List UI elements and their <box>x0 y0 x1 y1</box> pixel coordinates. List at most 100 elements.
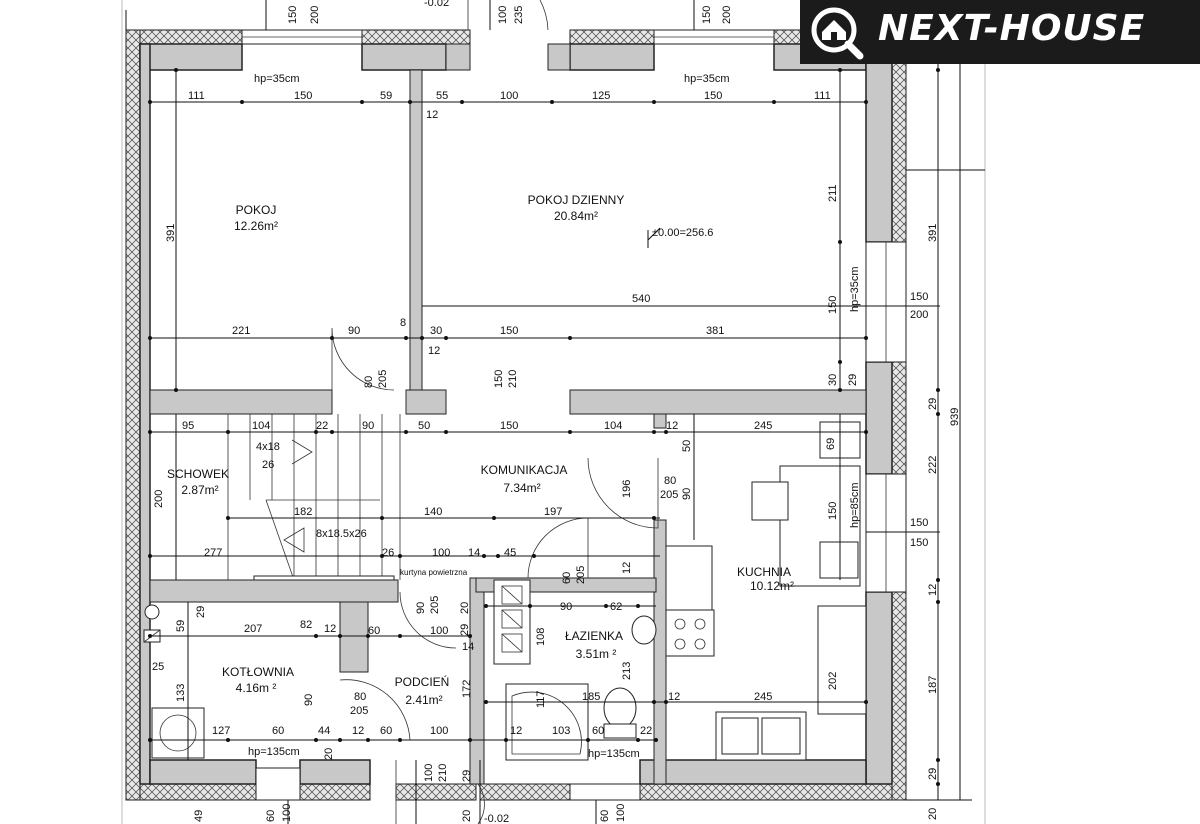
dim-label: 150 <box>287 6 299 24</box>
room-name-dzienny: POKOJ DZIENNY <box>528 193 625 207</box>
dim-label: 100 <box>497 6 509 24</box>
room-area-podcien: 2.41m² <box>405 693 442 707</box>
dim-label: 103 <box>552 725 570 737</box>
dim-label: 140 <box>424 506 442 518</box>
dim-label: 196 <box>621 480 633 498</box>
dim-label: 69 <box>825 438 837 450</box>
dim-label: 100 <box>281 804 293 822</box>
dim-label: 20 <box>461 810 473 822</box>
dim-label: 45 <box>504 547 516 559</box>
dim-label: 44 <box>318 725 330 737</box>
dim-label: 20 <box>927 808 939 820</box>
dim-label: 55 <box>436 90 448 102</box>
dim-label: 60 <box>265 810 277 822</box>
dim-label: 221 <box>232 325 250 337</box>
level-mark-top: -0.02 <box>424 0 449 9</box>
dim-label: 29 <box>927 768 939 780</box>
hp-label: hp=35cm <box>254 73 300 85</box>
dim-label: 12 <box>666 420 678 432</box>
dim-label: 12 <box>927 584 939 596</box>
hp-label: hp=135cm <box>248 746 300 758</box>
room-area-dzienny: 20.84m² <box>554 209 598 223</box>
level-mark-bottom: -0.02 <box>484 813 509 824</box>
dimension-labels-vertical: 150 200 100 235 150 200 391 211 hp=35cm … <box>153 6 961 822</box>
dim-label: 29 <box>847 374 859 386</box>
dim-label: 205 <box>660 489 678 501</box>
level-mark-main: ±0.00=256.6 <box>652 227 713 239</box>
room-name-kuchnia: KUCHNIA <box>737 565 791 579</box>
dim-label: 60 <box>599 810 611 822</box>
dim-label: 60 <box>380 725 392 737</box>
stairs <box>227 414 401 581</box>
dim-label: 100 <box>432 547 450 559</box>
dim-label: 12 <box>510 725 522 737</box>
dim-label: 150 <box>910 537 928 549</box>
dim-label: 29 <box>927 398 939 410</box>
dim-label: 150 <box>294 90 312 102</box>
dim-label: 200 <box>910 309 928 321</box>
dim-label: 150 <box>910 291 928 303</box>
dim-label: 108 <box>535 628 547 646</box>
dim-label: 20 <box>323 748 335 760</box>
dim-label: 187 <box>927 676 939 694</box>
house-magnifier-icon <box>811 7 864 60</box>
room-name-komunikacja: KOMUNIKACJA <box>481 463 568 477</box>
dim-label: 197 <box>544 506 562 518</box>
dim-label: 49 <box>193 810 205 822</box>
dimension-labels: hp=35cm hp=35cm 111 150 59 55 100 125 15… <box>152 73 928 760</box>
dim-label: 59 <box>175 620 187 632</box>
dim-label: 150 <box>701 6 713 24</box>
dim-label: 150 <box>910 517 928 529</box>
dim-label: 20 <box>459 602 471 614</box>
dim-label: 150 <box>500 420 518 432</box>
room-area-pokoj: 12.26m² <box>234 219 278 233</box>
dim-label: 391 <box>165 224 177 242</box>
dim-label: 111 <box>188 90 205 102</box>
room-name-kotlownia: KOTŁOWNIA <box>222 665 294 679</box>
dim-label: 104 <box>604 420 622 432</box>
dim-label: 939 <box>949 408 961 426</box>
dim-label: 235 <box>513 6 525 24</box>
dim-label: 14 <box>462 641 474 653</box>
dim-label: 222 <box>927 456 939 474</box>
room-name-pokoj: POKOJ <box>236 203 277 217</box>
dim-label: 185 <box>582 691 600 703</box>
room-name-podcien: PODCIEŃ <box>395 674 450 689</box>
dim-label: 125 <box>592 90 610 102</box>
dim-label: 30 <box>827 374 839 386</box>
dim-label: 8 <box>400 317 406 329</box>
dim-label: 202 <box>827 672 839 690</box>
dim-label: 50 <box>418 420 430 432</box>
level-marks: ±0.00=256.6 -0.02 -0.02 kurtyna powietrz… <box>256 0 713 824</box>
dim-label: 150 <box>493 370 505 388</box>
dim-label: 207 <box>244 623 262 635</box>
dim-label: 213 <box>621 662 633 680</box>
dim-label: 12 <box>621 562 633 574</box>
windows <box>241 29 907 801</box>
dim-label: 117 <box>535 690 547 708</box>
dim-label: 12 <box>428 345 440 357</box>
dim-label: 90 <box>348 325 360 337</box>
dim-label: 90 <box>681 488 693 500</box>
room-area-kuchnia: 10.12m² <box>750 579 794 593</box>
dim-label: 100 <box>430 725 448 737</box>
hp-label: hp=85cm <box>849 482 861 528</box>
dim-label: 200 <box>153 490 165 508</box>
dim-label: 391 <box>927 224 939 242</box>
room-name-schowek: SCHOWEK <box>167 467 229 481</box>
dim-label: 60 <box>592 725 604 737</box>
dim-label: 29 <box>459 624 471 636</box>
brand-name: NEXT-HOUSE <box>878 8 1146 49</box>
dim-label: 100 <box>430 625 448 637</box>
dim-label: 12 <box>352 725 364 737</box>
dim-label: 90 <box>303 694 315 706</box>
dim-label: 82 <box>300 619 312 631</box>
dim-label: 540 <box>632 293 650 305</box>
dim-label: 14 <box>468 547 480 559</box>
dim-label: 205 <box>350 705 368 717</box>
dim-label: 133 <box>175 684 187 702</box>
room-name-lazienka: ŁAZIENKA <box>565 629 623 643</box>
dim-label: 26 <box>382 547 394 559</box>
dim-label: 90 <box>362 420 374 432</box>
